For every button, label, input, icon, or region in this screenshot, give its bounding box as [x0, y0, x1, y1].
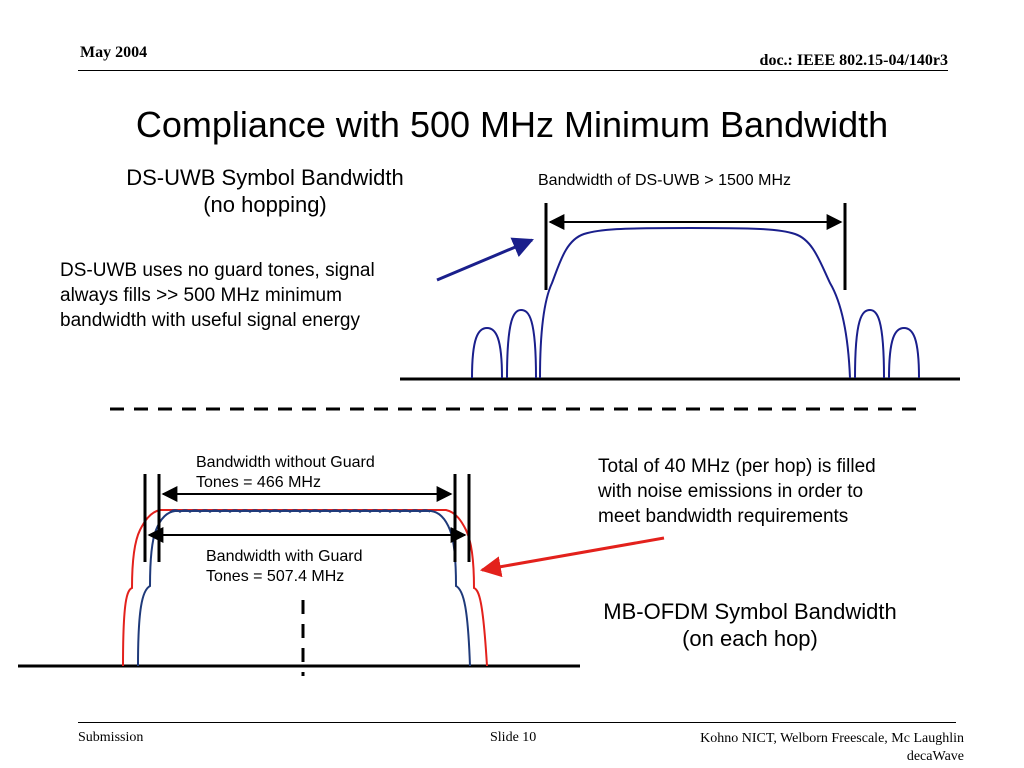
mb-ofdm-heading-line: MB-OFDM Symbol Bandwidth [603, 599, 897, 624]
mb-ofdm-guard-label: Bandwidth with Guard Tones = 507.4 MHz [206, 547, 363, 587]
mb-ofdm-heading: MB-OFDM Symbol Bandwidth (on each hop) [560, 598, 940, 652]
header-doc-id: doc.: IEEE 802.15-04/140r3 [759, 52, 948, 69]
mb-ofdm-guard-label-line: Tones = 507.4 MHz [206, 568, 345, 585]
ds-uwb-description-line: DS-UWB uses no guard tones, signal [60, 260, 375, 281]
header-date: May 2004 [80, 44, 148, 61]
footer-authors: Kohno NICT, Welborn Freescale, Mc Laughl… [700, 730, 964, 766]
ds-uwb-description-line: bandwidth with useful signal energy [60, 310, 360, 331]
footer-authors-line: Kohno NICT, Welborn Freescale, Mc Laughl… [700, 731, 964, 746]
mb-ofdm-noise-note-line: with noise emissions in order to [598, 481, 864, 502]
slide-title: Compliance with 500 MHz Minimum Bandwidt… [135, 104, 889, 145]
mb-ofdm-subheading: (on each hop) [682, 626, 818, 651]
header-divider [78, 70, 948, 71]
mb-ofdm-noise-note: Total of 40 MHz (per hop) is filled with… [598, 454, 876, 529]
ds-uwb-heading: DS-UWB Symbol Bandwidth (no hopping) [80, 164, 450, 218]
footer-authors-line: decaWave [906, 749, 964, 764]
footer-submission: Submission [78, 730, 144, 745]
mb-ofdm-noise-note-line: Total of 40 MHz (per hop) is filled [598, 456, 876, 477]
ds-uwb-description-line: always fills >> 500 MHz minimum [60, 285, 342, 306]
ds-uwb-bandwidth-label: Bandwidth of DS-UWB > 1500 MHz [538, 172, 791, 189]
mb-ofdm-red-spectrum-curve [122, 509, 488, 667]
mb-ofdm-no-guard-label-line: Bandwidth without Guard [196, 454, 375, 471]
ds-uwb-subheading: (no hopping) [203, 192, 327, 217]
footer-divider [78, 722, 956, 723]
mb-ofdm-guard-label-line: Bandwidth with Guard [206, 548, 363, 565]
mb-ofdm-subcarrier-ripple [169, 509, 431, 513]
ds-uwb-description: DS-UWB uses no guard tones, signal alway… [60, 258, 375, 333]
mb-ofdm-pointer-arrow [479, 536, 665, 578]
ds-uwb-heading-line: DS-UWB Symbol Bandwidth [126, 165, 404, 190]
ds-uwb-pointer-arrow [436, 237, 534, 282]
ds-uwb-spectrum-curve [471, 226, 920, 379]
footer-slide-number: Slide 10 [490, 730, 537, 745]
mb-ofdm-noise-note-line: meet bandwidth requirements [598, 506, 849, 527]
